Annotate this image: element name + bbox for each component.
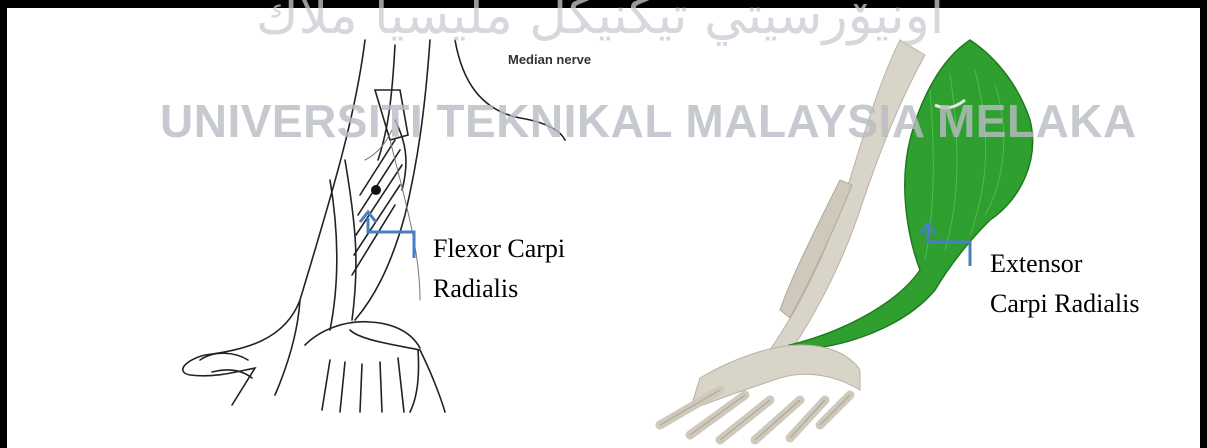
extensor-carpi-radialis-label: Extensor Carpi Radialis [990, 244, 1200, 324]
flexor-label-line-2: Radialis [433, 269, 633, 309]
watermark-university-name: UNIVERSITI TEKNIKAL MALAYSIA MELAKA [160, 94, 1050, 148]
median-nerve-label: Median nerve [508, 52, 591, 67]
flexor-label-line-1: Flexor Carpi [433, 229, 633, 269]
extensor-label-line-1: Extensor [990, 244, 1200, 284]
watermark-arabic-text: اونيۆرسيتي تيكنيكل مليسيا ملاك [150, 0, 1050, 46]
extensor-label-line-2: Carpi Radialis [990, 284, 1200, 324]
flexor-carpi-radialis-label: Flexor Carpi Radialis [433, 229, 633, 309]
muscle-origin-dot [371, 185, 381, 195]
